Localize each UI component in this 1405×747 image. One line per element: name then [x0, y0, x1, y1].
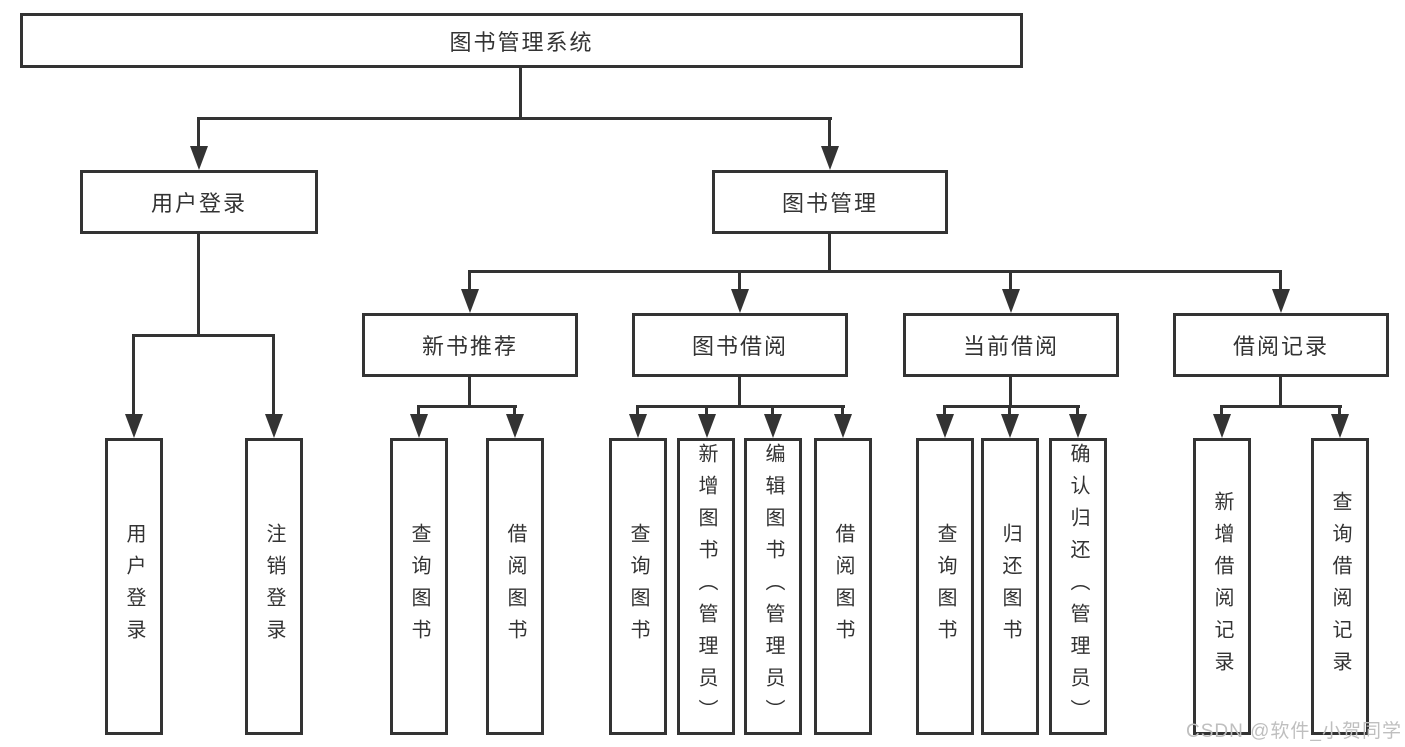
connector-currentborrow-stem: [1009, 376, 1012, 408]
arrowhead-book-mgmt: [821, 146, 839, 170]
leaf-return-books: 归还图书: [981, 438, 1039, 735]
connector-leaf13: [1338, 405, 1341, 417]
connector-bookborrow-bus: [636, 405, 845, 408]
leaf-add-borrow-record: 新增借阅记录: [1193, 438, 1251, 735]
connector-stem-bookborrow: [738, 270, 741, 291]
leaf-confirm-return-admin: 确认归还（管理员）: [1049, 438, 1107, 735]
arrowhead-leaf9: [936, 414, 954, 438]
connector-borrowrecords-bus: [1220, 405, 1342, 408]
leaf-add-books-admin: 新增图书（管理员）: [677, 438, 735, 735]
node-new-book-recommend: 新书推荐: [362, 313, 578, 377]
arrowhead-leaf-userlogin: [125, 414, 143, 438]
leaf-user-login: 用户登录: [105, 438, 163, 735]
arrowhead-leaf7: [764, 414, 782, 438]
arrowhead-leaf3: [410, 414, 428, 438]
connector-borrowrecords-stem: [1279, 376, 1282, 408]
arrowhead-leaf5: [629, 414, 647, 438]
connector-leaf11: [1076, 405, 1079, 417]
connector-leaf6: [705, 405, 708, 417]
arrowhead-bookborrow: [731, 289, 749, 313]
connector-leaf3: [417, 405, 420, 417]
arrowhead-leaf6: [698, 414, 716, 438]
connector-leaf12: [1220, 405, 1223, 417]
connector-currentborrow-bus: [943, 405, 1080, 408]
connector-leaf8: [841, 405, 844, 417]
connector-newbooks-stem: [468, 376, 471, 408]
connector-leaf4: [513, 405, 516, 417]
leaf-query-books-current: 查询图书: [916, 438, 974, 735]
node-root-system: 图书管理系统: [20, 13, 1023, 68]
leaf-borrow-books-recommend: 借阅图书: [486, 438, 544, 735]
csdn-watermark: CSDN @软件_小贺同学: [1186, 721, 1402, 742]
arrowhead-leaf13: [1331, 414, 1349, 438]
connector-root-bus: [197, 117, 832, 120]
arrowhead-leaf8: [834, 414, 852, 438]
leaf-logout: 注销登录: [245, 438, 303, 735]
leaf-query-books-borrow: 查询图书: [609, 438, 667, 735]
connector-newbooks-bus: [417, 405, 517, 408]
connector-stem-newbooks: [468, 270, 471, 291]
arrowhead-borrowrecords: [1272, 289, 1290, 313]
arrowhead-leaf11: [1069, 414, 1087, 438]
leaf-borrow-books: 借阅图书: [814, 438, 872, 735]
node-book-borrow: 图书借阅: [632, 313, 848, 377]
leaf-query-books-recommend: 查询图书: [390, 438, 448, 735]
connector-leaf7: [771, 405, 774, 417]
connector-stem-book-mgmt: [828, 117, 831, 148]
arrowhead-leaf-logout: [265, 414, 283, 438]
node-user-login: 用户登录: [80, 170, 318, 234]
leaf-edit-books-admin: 编辑图书（管理员）: [744, 438, 802, 735]
connector-bookmgmt-stem: [828, 234, 831, 272]
connector-stem-leaf-logout: [272, 334, 275, 416]
arrowhead-newbooks: [461, 289, 479, 313]
arrowhead-user-login: [190, 146, 208, 170]
connector-stem-currentborrow: [1009, 270, 1012, 291]
connector-stem-leaf-userlogin: [132, 334, 135, 416]
node-current-borrow: 当前借阅: [903, 313, 1119, 377]
node-borrow-records: 借阅记录: [1173, 313, 1389, 377]
connector-leaf10: [1008, 405, 1011, 417]
connector-stem-user-login: [197, 117, 200, 148]
leaf-query-borrow-record: 查询借阅记录: [1311, 438, 1369, 735]
connector-root-stem: [519, 68, 522, 118]
connector-userlogin-stem: [197, 234, 200, 336]
arrowhead-leaf4: [506, 414, 524, 438]
arrowhead-leaf10: [1001, 414, 1019, 438]
connector-bookmgmt-bus: [468, 270, 1282, 273]
arrowhead-currentborrow: [1002, 289, 1020, 313]
connector-leaf9: [943, 405, 946, 417]
node-book-management: 图书管理: [712, 170, 948, 234]
connector-leaf5: [636, 405, 639, 417]
connector-stem-borrowrecords: [1279, 270, 1282, 291]
connector-userlogin-bus: [132, 334, 275, 337]
connector-bookborrow-stem: [738, 376, 741, 408]
arrowhead-leaf12: [1213, 414, 1231, 438]
